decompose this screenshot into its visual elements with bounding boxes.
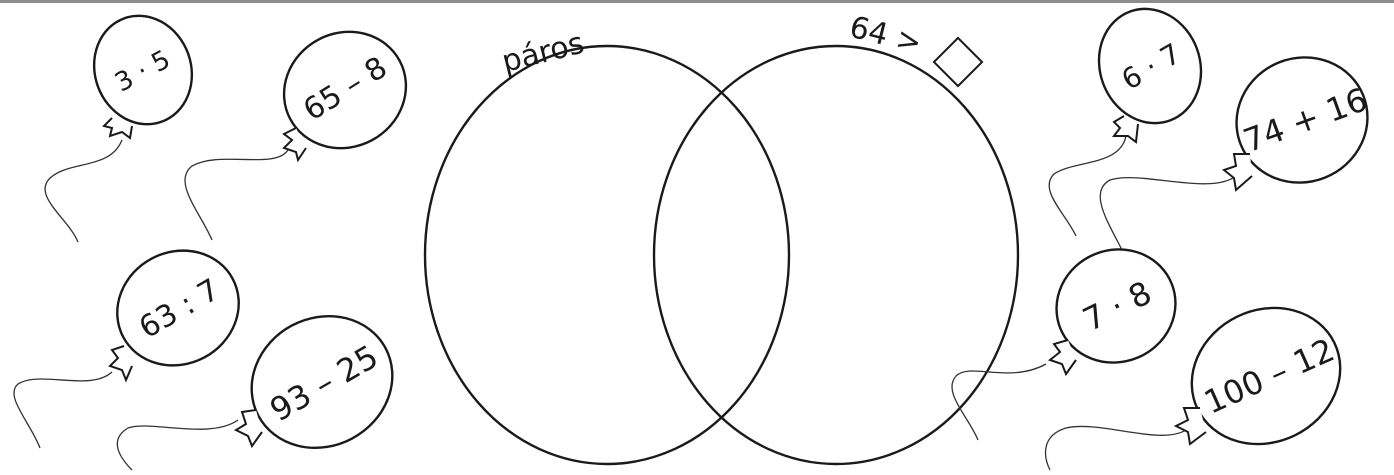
- balloon-string: [117, 420, 238, 470]
- balloon: 65 – 8: [185, 11, 427, 240]
- venn-circle-left: [425, 46, 789, 464]
- balloon: 6 · 7: [1049, 0, 1217, 236]
- balloon: 7 · 8: [952, 232, 1193, 440]
- venn-label-left: páros: [498, 26, 587, 80]
- empty-answer-box[interactable]: [934, 38, 982, 86]
- venn-circle-right: [654, 46, 1018, 464]
- balloon-string: [45, 140, 122, 242]
- balloon-knot: [1224, 154, 1252, 190]
- balloon-string: [1049, 136, 1126, 236]
- balloon: 3 · 5: [45, 2, 207, 242]
- venn-diagram: páros 64 >: [425, 10, 1018, 464]
- balloon: 63 : 7: [14, 229, 259, 448]
- balloon-string: [1100, 176, 1236, 250]
- balloon-knot: [110, 346, 132, 380]
- balloon-string: [14, 372, 112, 448]
- balloon-string: [1046, 426, 1186, 470]
- balloon-string: [185, 150, 288, 240]
